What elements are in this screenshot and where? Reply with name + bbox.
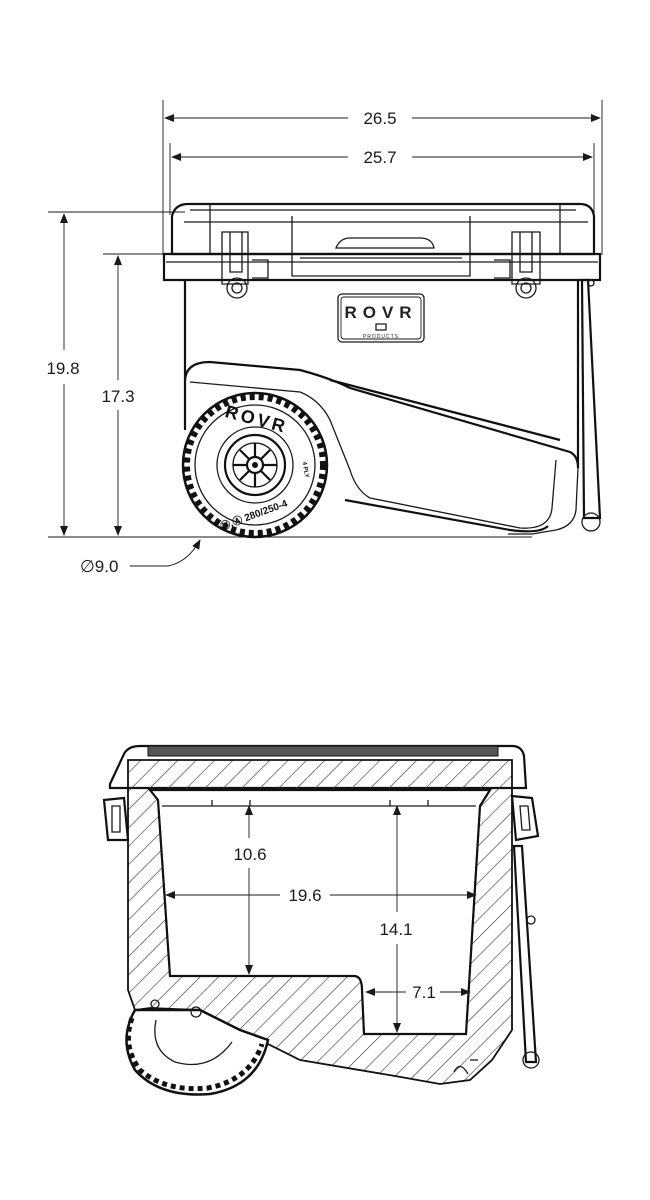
dimension-body-width: 25.7: [171, 148, 593, 167]
wheel-side: ROVR Ⓜ.Ⓐ 280/250-4 4 PLY: [181, 391, 329, 539]
dimension-upper-depth: 10.6: [233, 805, 267, 975]
tow-handle-section: [512, 844, 540, 1069]
dim-label-19-6: 19.6: [288, 886, 321, 905]
dim-label-19-8: 19.8: [46, 359, 79, 378]
section-view: 10.6 19.6 14.1 7.1: [102, 744, 540, 1096]
dimension-interior-width: 19.6: [165, 886, 477, 905]
dim-label-26-5: 26.5: [363, 109, 396, 128]
wheel-section: [125, 999, 270, 1096]
dim-label-7-1: 7.1: [412, 983, 436, 1002]
tow-handle: [580, 278, 602, 532]
dim-label-10-6: 10.6: [233, 845, 266, 864]
dim-label-25-7: 25.7: [363, 148, 396, 167]
dimension-step-width: 7.1: [365, 983, 471, 1002]
dim-label-17-3: 17.3: [101, 387, 134, 406]
tire-ply: 4 PLY: [301, 461, 310, 478]
dim-label-14-1: 14.1: [379, 920, 412, 939]
dimension-wheel-diameter: ∅9.0: [80, 539, 201, 576]
dimension-overall-width: 26.5: [164, 109, 601, 128]
side-view: 26.5 25.7 19.8 17.3 ∅9.0: [46, 100, 603, 576]
dimension-body-height: 17.3: [101, 255, 135, 536]
dimension-overall-height: 19.8: [46, 213, 80, 536]
left-latch: [221, 231, 269, 299]
right-latch: [494, 231, 541, 299]
cooler-side-outline: ROVR PRODUCTS: [162, 202, 602, 535]
dimension-interior-depth: 14.1: [379, 805, 413, 1033]
logo-text: ROVR: [344, 303, 417, 322]
logo-subtext: PRODUCTS: [363, 334, 399, 340]
dim-label-9-0: ∅9.0: [80, 557, 118, 576]
rovr-logo-badge: ROVR PRODUCTS: [337, 293, 425, 343]
